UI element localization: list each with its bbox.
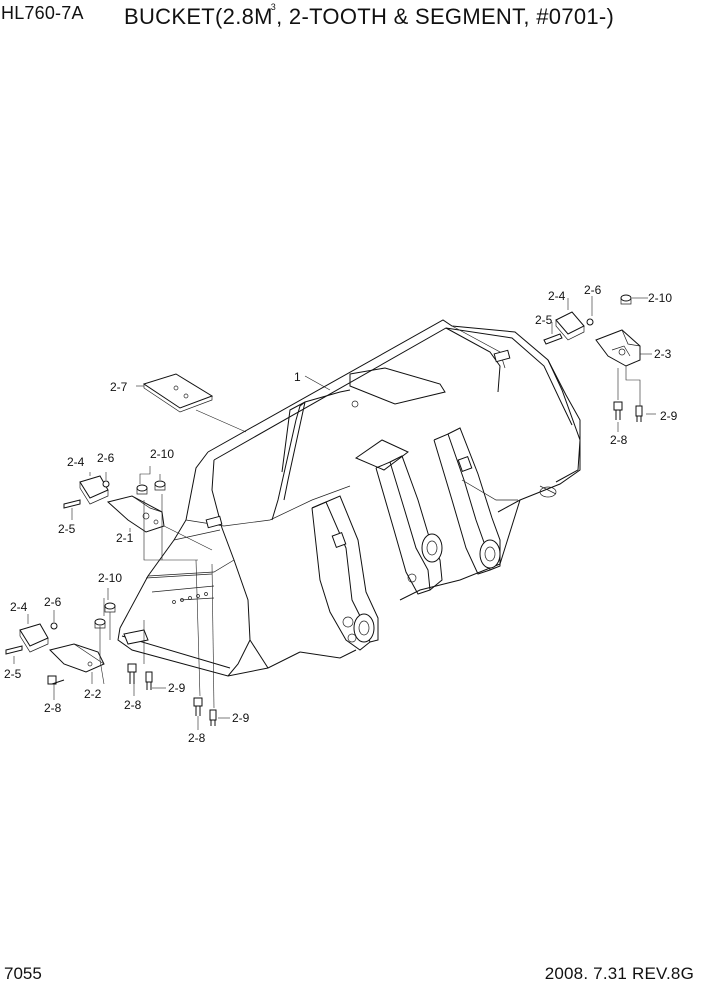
title-rest: , 2-TOOTH & SEGMENT, #0701-)	[276, 4, 615, 29]
callout-2-5-low: 2-5	[4, 667, 22, 681]
page-title: BUCKET(2.8M3, 2-TOOTH & SEGMENT, #0701-)	[124, 2, 615, 30]
callout-2-1: 2-1	[116, 531, 134, 545]
callout-2-8-low-left: 2-8	[44, 701, 62, 715]
callout-2-5-mid: 2-5	[58, 522, 76, 536]
callout-2-10-right: 2-10	[648, 291, 672, 305]
callout-2-10-mid: 2-10	[150, 447, 174, 461]
callout-2-4-right: 2-4	[548, 289, 566, 303]
bucket-body	[117, 319, 581, 677]
tooth-assembly-right	[543, 294, 656, 432]
callout-2-8-low-mid: 2-8	[124, 698, 142, 712]
callout-2-8-right: 2-8	[610, 433, 628, 447]
callout-2-10-low: 2-10	[98, 571, 122, 585]
callout-2-9-right: 2-9	[660, 409, 678, 423]
callout-2-5-right: 2-5	[535, 313, 553, 327]
tooth-assembly-middle	[63, 466, 215, 709]
callout-2-9-low: 2-9	[168, 681, 186, 695]
mounting-brackets	[311, 427, 518, 651]
callout-2-4-mid: 2-4	[67, 455, 85, 469]
side-cutter-holes	[145, 573, 215, 604]
title-main: BUCKET(2.8M	[124, 4, 273, 29]
callout-2-3: 2-3	[654, 347, 672, 361]
tooth-assembly-lower	[5, 588, 230, 730]
callout-2-9-bottom: 2-9	[232, 711, 250, 725]
model-code: HL760-7A	[1, 3, 84, 23]
page-number: 7055	[4, 964, 42, 983]
title-superscript: 3	[270, 2, 277, 12]
callout-labels: 1 2-4 2-6 2-10 2-5 2-3 2-8 2-9 2-7 2-4 2…	[4, 283, 678, 745]
callout-2-6-right: 2-6	[584, 283, 602, 297]
callout-2-6-low: 2-6	[44, 595, 62, 609]
callout-2-6-mid: 2-6	[97, 451, 115, 465]
callout-2-4-low: 2-4	[10, 600, 28, 614]
revision-date: 2008. 7.31 REV.8G	[544, 964, 694, 983]
callout-2-2: 2-2	[84, 687, 102, 701]
callout-2-7: 2-7	[110, 380, 128, 394]
wear-plate-2-7	[136, 373, 247, 433]
callout-2-8-bottom: 2-8	[188, 731, 206, 745]
callout-1: 1	[294, 370, 301, 384]
